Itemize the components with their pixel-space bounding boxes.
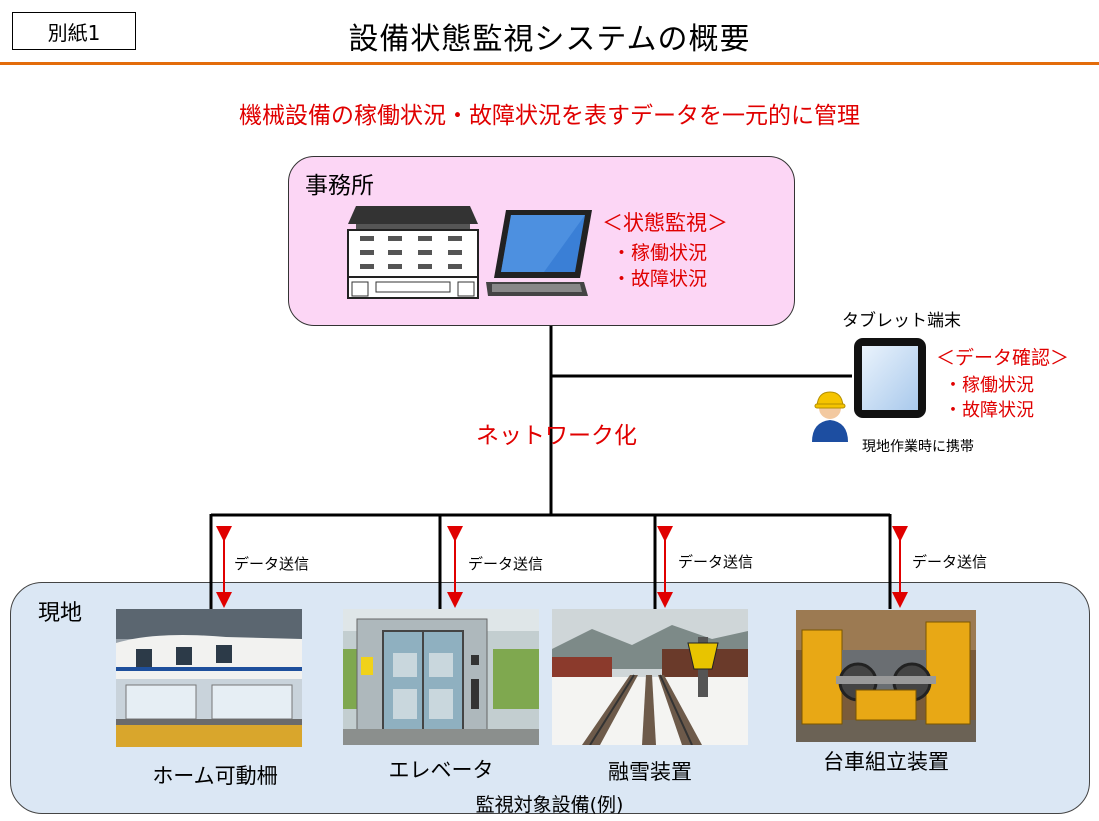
equipment-caption-elevator: エレベータ bbox=[388, 758, 494, 782]
network-label: ネットワーク化 bbox=[476, 423, 637, 449]
elevator-photo bbox=[343, 609, 539, 745]
attachment-label: 別紙1 bbox=[12, 12, 136, 50]
monitored-equipment-caption: 監視対象設備(例) bbox=[475, 794, 624, 816]
tablet-item-operation: ・稼働状況 bbox=[944, 375, 1034, 396]
monitor-item-operation: ・稼働状況 bbox=[612, 242, 708, 264]
tablet-icon bbox=[854, 338, 926, 418]
office-building-icon bbox=[347, 206, 479, 299]
monitor-heading: ＜状態監視＞ bbox=[602, 211, 728, 235]
subtitle: 機械設備の稼働状況・故障状況を表すデータを一元的に管理 bbox=[239, 103, 860, 129]
monitor-item-fault: ・故障状況 bbox=[612, 268, 708, 290]
data-send-label: データ送信 bbox=[912, 553, 988, 571]
platform-door-photo bbox=[116, 609, 302, 747]
tablet-carry-note: 現地作業時に携帯 bbox=[862, 439, 974, 455]
page-title: 設備状態監視システムの概要 bbox=[348, 22, 751, 57]
tablet-heading: ＜データ確認＞ bbox=[936, 347, 1070, 369]
data-send-label: データ送信 bbox=[468, 555, 544, 573]
office-label: 事務所 bbox=[305, 173, 374, 199]
title-divider bbox=[0, 62, 1099, 65]
laptop-icon bbox=[486, 210, 592, 296]
equipment-caption-snow-melting: 融雪装置 bbox=[608, 760, 692, 784]
equipment-caption-bogie-assembly: 台車組立装置 bbox=[823, 750, 949, 774]
tablet-item-fault: ・故障状況 bbox=[944, 400, 1034, 421]
data-send-label: データ送信 bbox=[234, 555, 310, 573]
data-send-label: データ送信 bbox=[678, 553, 754, 571]
tablet-label: タブレット端末 bbox=[842, 311, 961, 331]
site-label: 現地 bbox=[38, 601, 83, 626]
bogie-assembly-photo bbox=[796, 610, 976, 742]
equipment-caption-platform-door: ホーム可動柵 bbox=[152, 764, 278, 788]
snow-melting-photo bbox=[552, 609, 748, 745]
worker-icon bbox=[812, 391, 848, 442]
